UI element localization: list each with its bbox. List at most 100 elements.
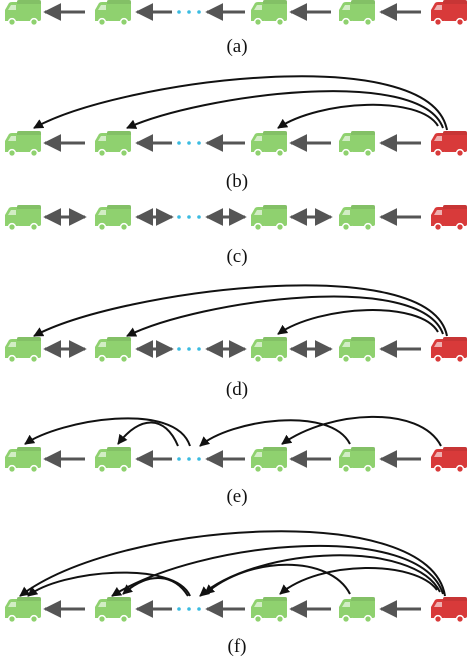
communication-link-arrow	[204, 563, 351, 595]
truck-wheel	[119, 464, 129, 474]
truck-window	[8, 136, 16, 141]
truck-box	[17, 597, 41, 618]
truck-window	[254, 210, 262, 215]
truck-wheel	[455, 148, 465, 158]
truck-shade	[17, 0, 41, 4]
truck-wheel	[7, 222, 17, 232]
follower-truck-icon	[251, 337, 287, 364]
communication-link-arrow	[33, 284, 448, 337]
truck-wheel	[455, 614, 465, 624]
ellipsis-dot	[177, 10, 181, 14]
follower-truck-icon	[5, 447, 41, 474]
panel-label: (e)	[226, 486, 247, 507]
truck-box	[351, 597, 375, 618]
truck-box	[107, 447, 131, 468]
truck-wheel	[97, 148, 107, 158]
truck-wheel	[275, 354, 285, 364]
truck-shade	[351, 597, 375, 601]
communication-link-arrow	[126, 90, 444, 129]
truck-box	[263, 337, 287, 358]
truck-shade	[443, 0, 467, 4]
truck-shade	[107, 205, 131, 209]
lead-truck-icon	[431, 0, 467, 27]
follower-truck-icon	[95, 205, 131, 232]
follower-truck-icon	[5, 131, 41, 158]
truck-wheel	[433, 17, 443, 27]
ellipsis-dot	[197, 141, 201, 145]
truck-wheel	[253, 614, 263, 624]
truck-wheel	[253, 354, 263, 364]
truck-wheel	[97, 17, 107, 27]
panel-label: (c)	[226, 246, 247, 267]
truck-box	[351, 337, 375, 358]
truck-window	[98, 452, 106, 457]
truck-shade	[263, 597, 287, 601]
truck-wheel	[341, 464, 351, 474]
truck-window	[8, 210, 16, 215]
communication-link-arrow	[111, 544, 444, 597]
truck-window	[8, 452, 16, 457]
follower-truck-icon	[339, 337, 375, 364]
truck-wheel	[97, 614, 107, 624]
truck-box	[107, 337, 131, 358]
lead-truck-icon	[431, 597, 467, 624]
truck-wheel	[363, 222, 373, 232]
truck-shade	[443, 131, 467, 135]
truck-wheel	[7, 148, 17, 158]
truck-wheel	[29, 148, 39, 158]
follower-truck-icon	[251, 205, 287, 232]
truck-wheel	[29, 17, 39, 27]
panel-label: (b)	[226, 171, 248, 192]
truck-shade	[351, 447, 375, 451]
communication-link-arrow	[19, 530, 446, 597]
truck-window	[434, 5, 442, 10]
follower-truck-icon	[95, 597, 131, 624]
follower-truck-icon	[95, 337, 131, 364]
truck-box	[107, 205, 131, 226]
truck-window	[342, 452, 350, 457]
follower-truck-icon	[5, 337, 41, 364]
communication-link-arrow	[122, 577, 189, 597]
communication-link-arrow	[117, 421, 179, 447]
truck-shade	[17, 337, 41, 341]
truck-window	[254, 342, 262, 347]
follower-truck-icon	[5, 597, 41, 624]
ellipsis-dot	[177, 215, 181, 219]
ellipsis-dot	[197, 10, 201, 14]
truck-box	[263, 0, 287, 21]
communication-link-arrow	[279, 567, 438, 595]
truck-box	[443, 205, 467, 226]
truck-wheel	[455, 222, 465, 232]
lead-truck-icon	[431, 205, 467, 232]
ellipsis-dot	[197, 607, 201, 611]
lead-truck-icon	[431, 131, 467, 158]
truck-box	[263, 597, 287, 618]
truck-window	[98, 342, 106, 347]
communication-link-arrow	[281, 415, 442, 447]
follower-truck-icon	[95, 131, 131, 158]
truck-shade	[443, 205, 467, 209]
truck-wheel	[119, 148, 129, 158]
truck-box	[443, 131, 467, 152]
ellipsis-dot	[187, 141, 191, 145]
truck-shade	[443, 447, 467, 451]
truck-shade	[351, 337, 375, 341]
truck-box	[107, 0, 131, 21]
truck-window	[434, 210, 442, 215]
truck-shade	[443, 337, 467, 341]
follower-truck-icon	[251, 447, 287, 474]
truck-window	[8, 602, 16, 607]
truck-box	[17, 447, 41, 468]
truck-box	[443, 447, 467, 468]
truck-shade	[351, 0, 375, 4]
communication-link-arrow	[126, 295, 444, 337]
truck-box	[443, 337, 467, 358]
truck-wheel	[341, 614, 351, 624]
truck-shade	[17, 447, 41, 451]
follower-truck-icon	[339, 205, 375, 232]
truck-box	[263, 131, 287, 152]
communication-link-arrow	[277, 309, 439, 335]
truck-box	[17, 0, 41, 21]
truck-wheel	[363, 354, 373, 364]
follower-truck-icon	[251, 597, 287, 624]
